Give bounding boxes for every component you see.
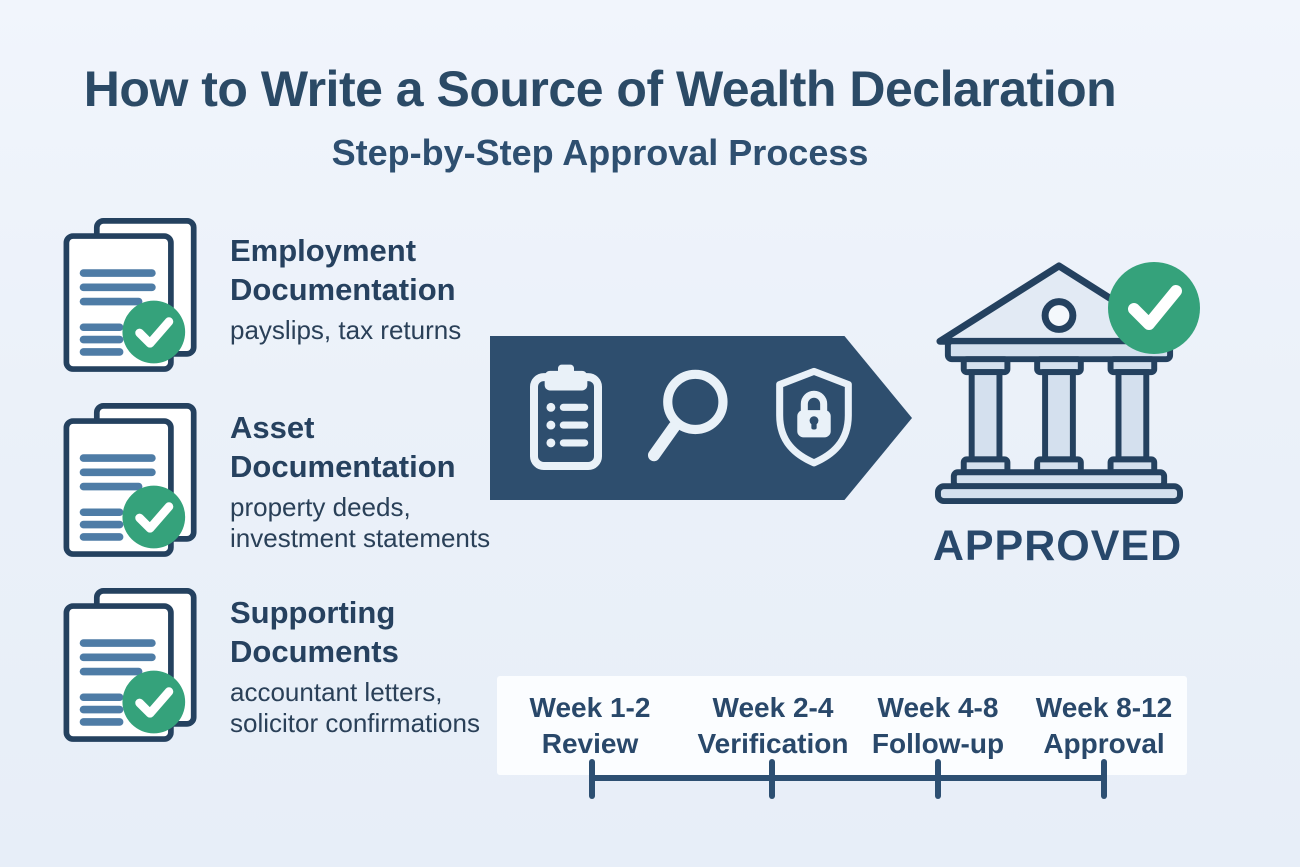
timeline-axis — [558, 752, 1142, 804]
process-arrow-banner — [490, 336, 912, 500]
bank-building-icon — [928, 258, 1186, 508]
document-heading: Employment Documentation — [230, 233, 456, 308]
timeline-stage-approval: Week 8-12 Approval — [1036, 692, 1172, 760]
page-title: How to Write a Source of Wealth Declarat… — [83, 61, 1117, 117]
clipboard-checklist-icon — [526, 360, 606, 476]
approved-label: APPROVED — [932, 522, 1183, 570]
timeline-panel: Week 1-2 Review Week 2-4 Verification We… — [497, 676, 1187, 775]
document-detail: property deeds, investment statements — [230, 492, 491, 554]
stage-label: Review — [541, 728, 639, 759]
stage-week: Week 1-2 — [529, 692, 651, 723]
timeline-stage-verification: Week 2-4 Verification — [698, 692, 849, 760]
stage-label: Approval — [1043, 728, 1165, 759]
document-check-icon — [55, 398, 207, 560]
timeline-stage-followup: Week 4-8 Follow-up — [872, 692, 1004, 760]
document-detail: payslips, tax returns — [230, 315, 462, 346]
stage-week: Week 4-8 — [877, 692, 999, 723]
document-item-employment: Employment Documentation payslips, tax r… — [55, 213, 515, 383]
stage-week: Week 2-4 — [712, 692, 834, 723]
stage-label: Follow-up — [871, 728, 1005, 759]
document-detail: accountant letters, solicitor confirmati… — [230, 677, 480, 739]
stage-week: Week 8-12 — [1035, 692, 1173, 723]
document-item-supporting: Supporting Documents accountant letters,… — [55, 583, 515, 753]
document-heading: Asset Documentation — [230, 410, 456, 485]
document-heading: Supporting Documents — [230, 595, 399, 670]
document-check-icon — [55, 213, 207, 375]
page-subtitle: Step-by-Step Approval Process — [331, 132, 869, 173]
document-item-asset: Asset Documentation property deeds, inve… — [55, 398, 515, 568]
timeline-stage-review: Week 1-2 Review — [530, 692, 651, 760]
approved-check-icon — [1108, 262, 1200, 354]
shield-lock-icon — [770, 362, 858, 474]
stage-label: Verification — [697, 728, 849, 759]
document-check-icon — [55, 583, 207, 745]
magnifier-icon — [642, 365, 734, 471]
